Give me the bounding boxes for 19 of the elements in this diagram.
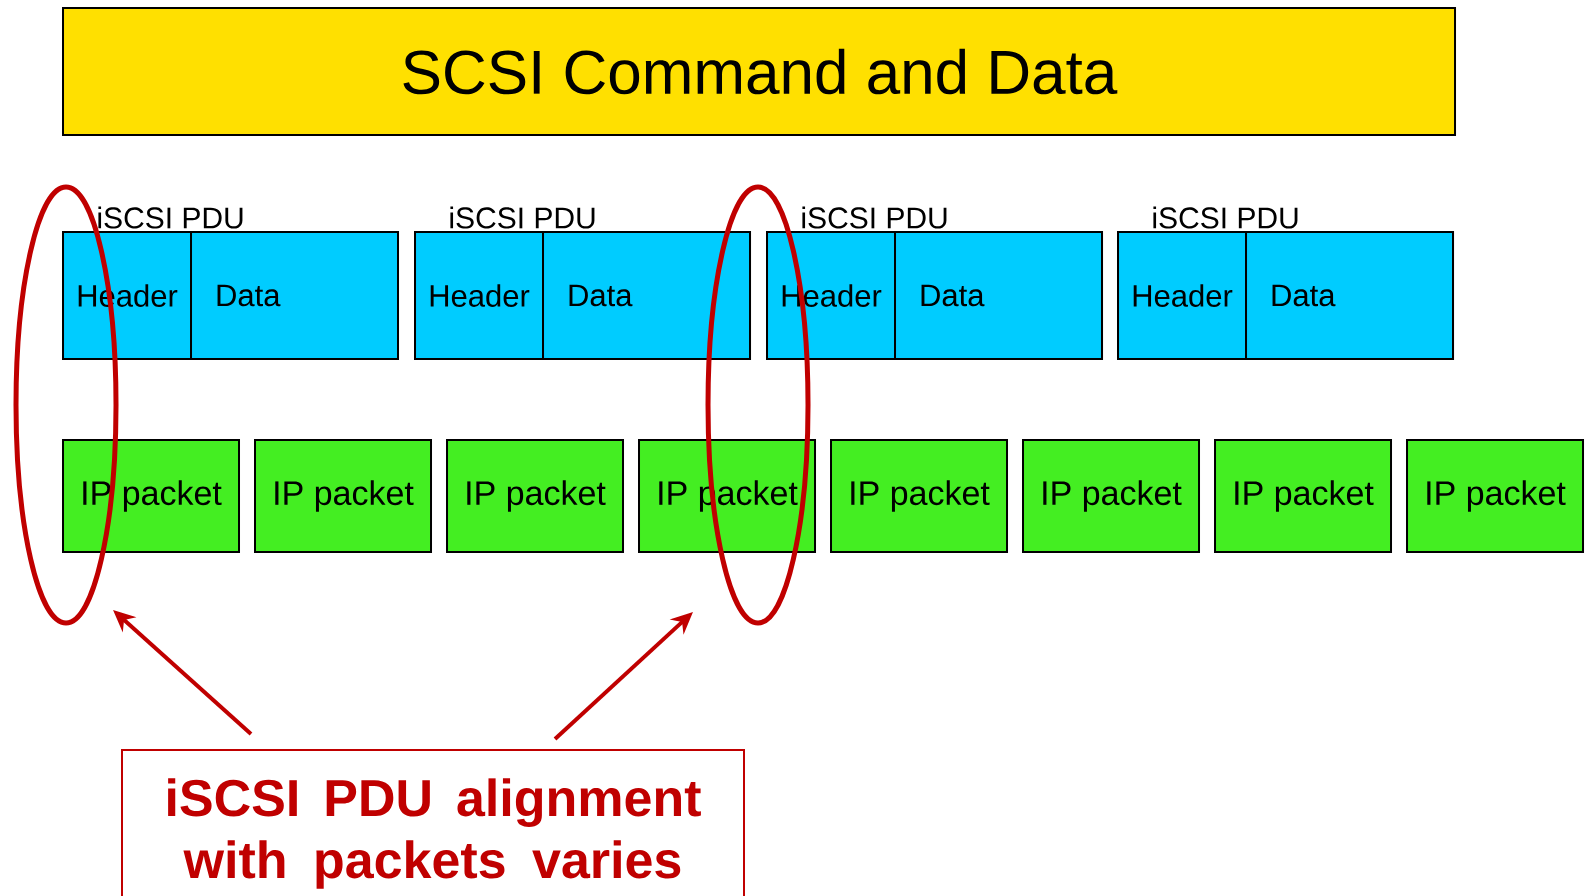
node-label: iSCSI PDU	[98, 206, 243, 229]
packet-box: IP packet	[446, 439, 624, 553]
packet-box: IP packet	[1022, 439, 1200, 553]
title-box: SCSI Command and Data	[62, 7, 1456, 136]
data-field: Data	[1245, 231, 1454, 360]
data-field: Data	[894, 231, 1103, 360]
packet-box: IP packet	[1214, 439, 1392, 553]
packet-box: IP packet	[830, 439, 1008, 553]
header-field: Header	[414, 231, 544, 360]
node-label: iSCSI PDU	[450, 206, 595, 229]
data-field: Data	[190, 231, 399, 360]
node-label: iSCSI PDU	[1153, 206, 1298, 229]
callout-box: iSCSI PDU alignment with packets varies	[121, 749, 745, 896]
node-label: iSCSI PDU	[802, 206, 947, 229]
header-field: Header	[1117, 231, 1247, 360]
packet-box: IP packet	[254, 439, 432, 553]
packet-box: IP packet	[62, 439, 240, 553]
packet-box: IP packet	[1406, 439, 1584, 553]
data-field: Data	[542, 231, 751, 360]
